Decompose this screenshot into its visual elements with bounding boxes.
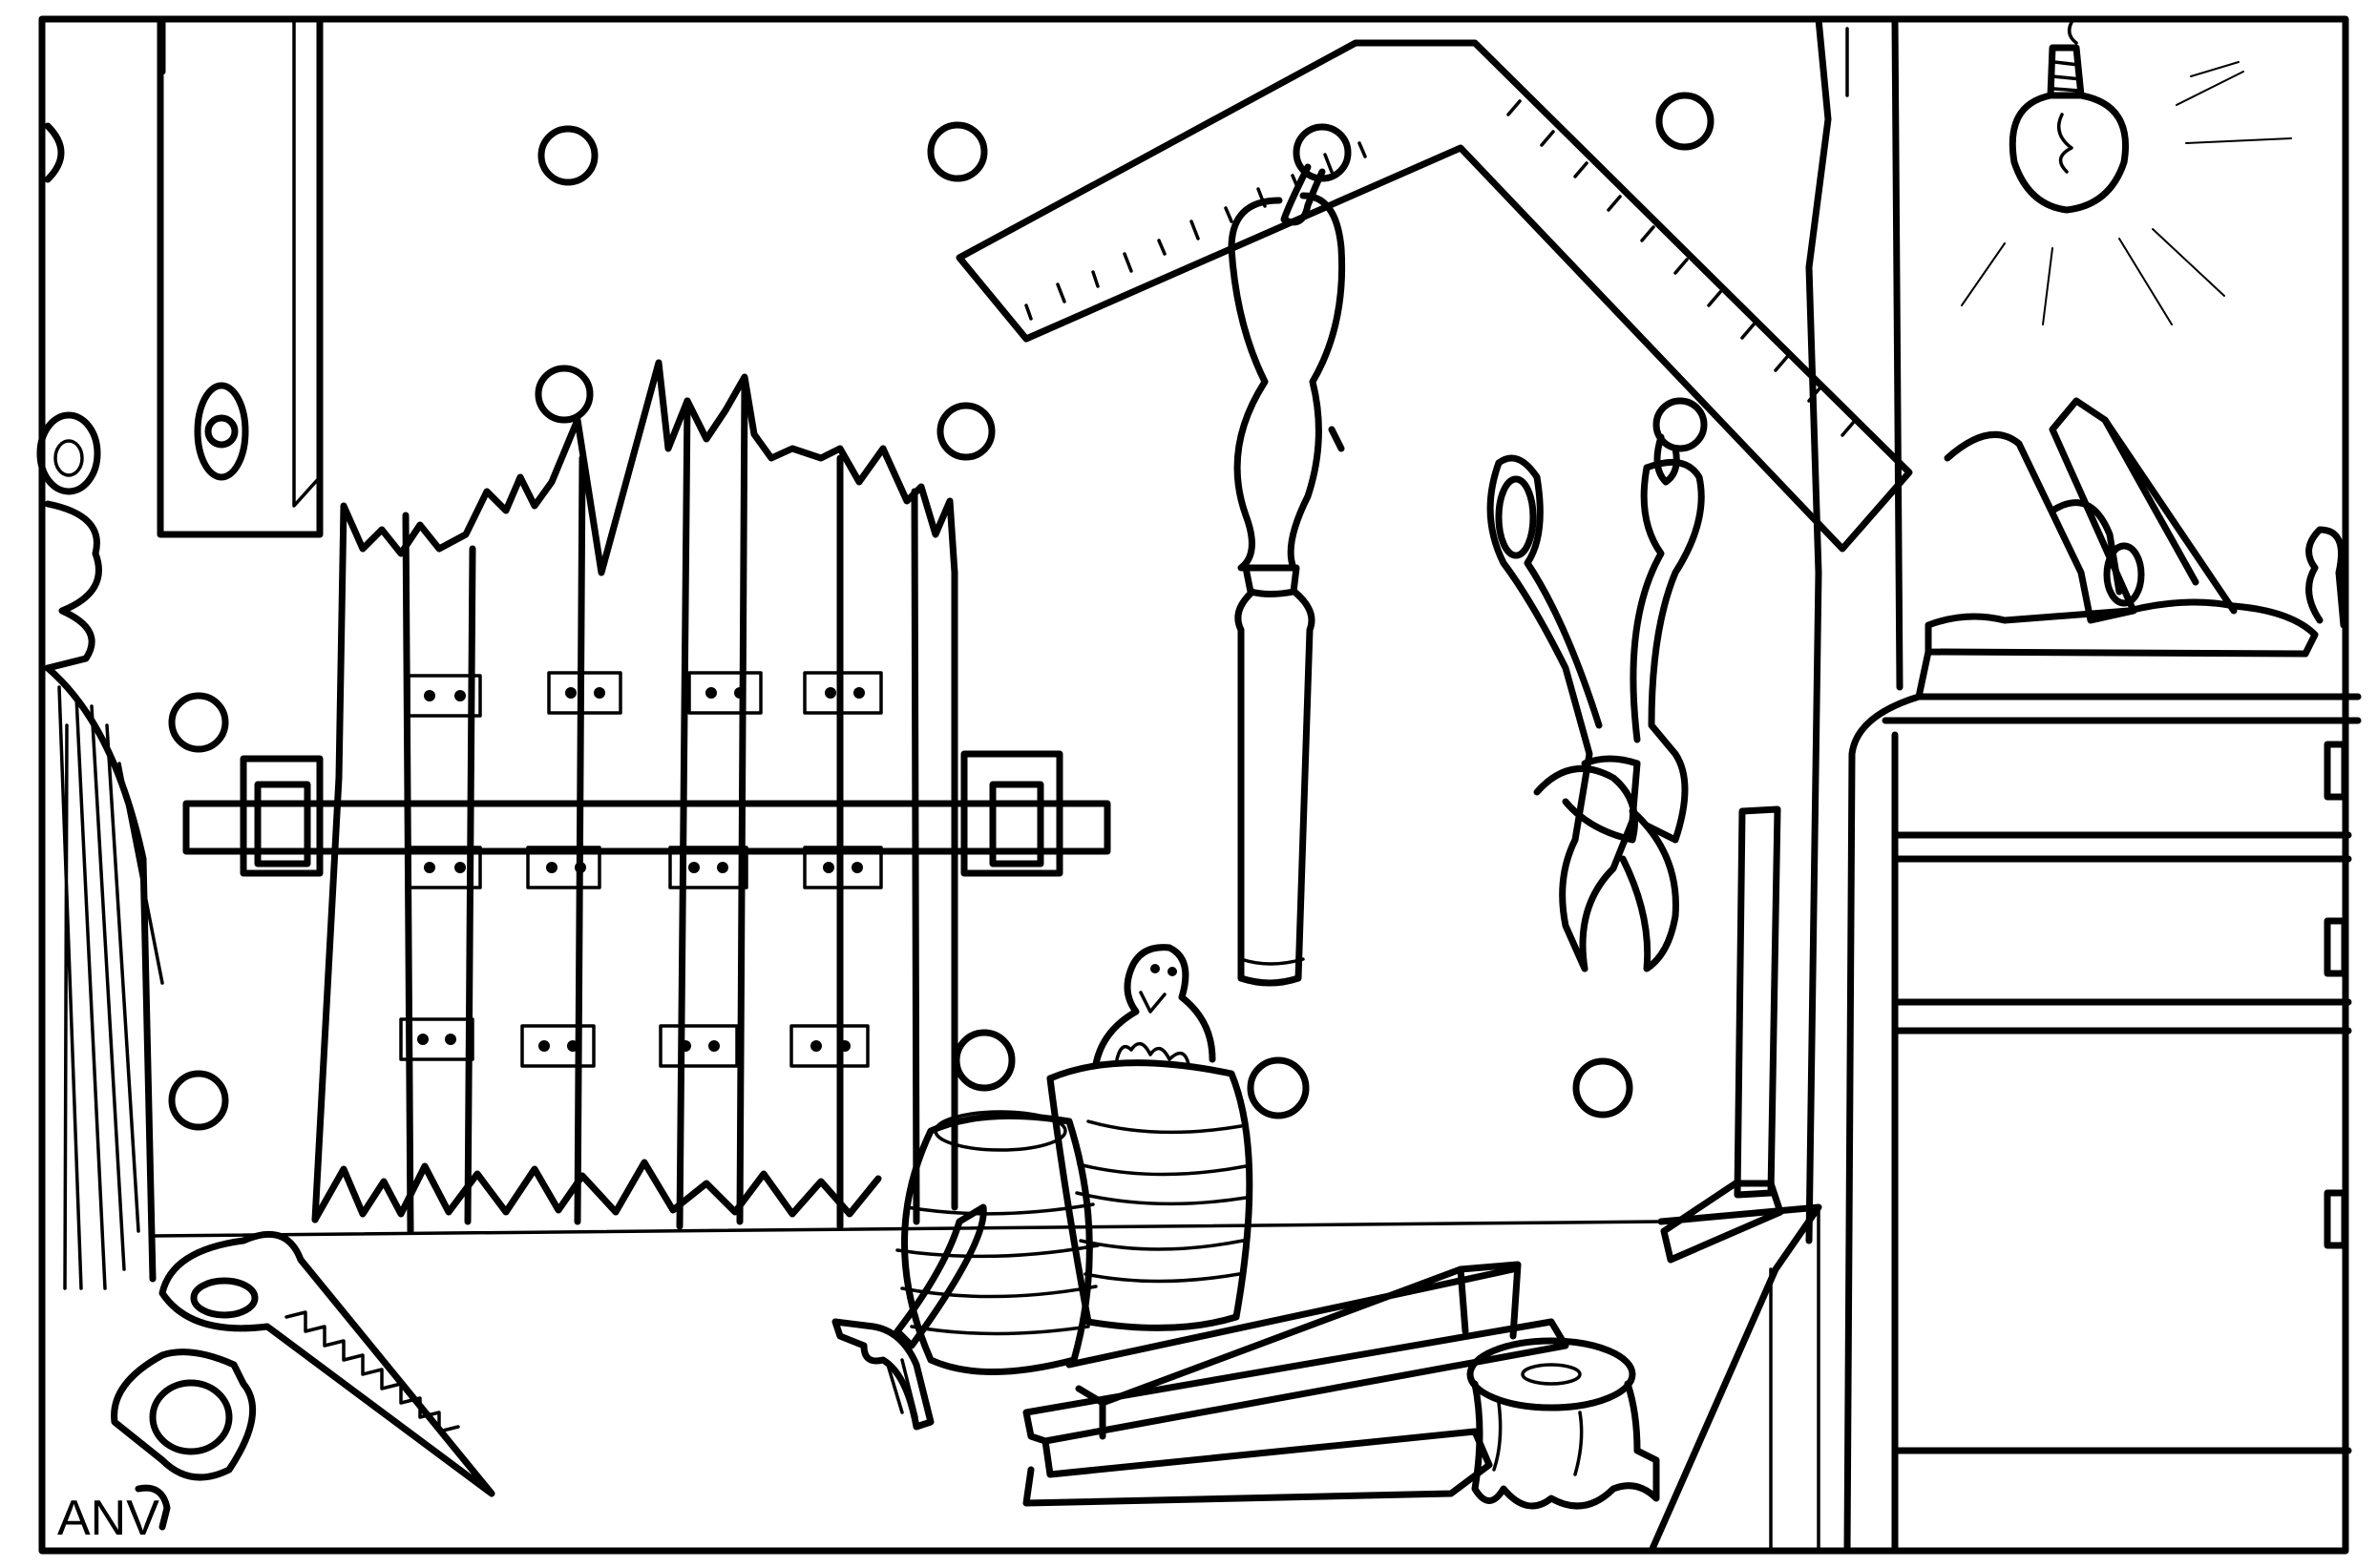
broom xyxy=(36,411,164,1290)
bird xyxy=(1092,944,1216,1068)
artist-signature: ANV xyxy=(57,1491,159,1546)
claw-hammer xyxy=(831,1203,987,1431)
workbench xyxy=(151,1203,1822,1555)
level-board xyxy=(157,17,324,538)
scraper xyxy=(1660,805,1784,1264)
shelf-post xyxy=(1805,15,1904,1244)
hand-saw xyxy=(111,1230,495,1531)
slat-straps xyxy=(399,671,883,1068)
tongs xyxy=(1486,397,1708,972)
pegboard-holes xyxy=(44,92,1714,1131)
carpenters-square xyxy=(956,39,1913,553)
chisel xyxy=(1228,123,1352,987)
light-bulb xyxy=(1961,17,2292,325)
barrels xyxy=(895,1059,1253,1375)
rail-bracket xyxy=(182,750,1111,877)
hand-plane xyxy=(1925,397,2347,658)
boards xyxy=(1022,1261,1569,1507)
slat-bundle xyxy=(311,359,958,1235)
drawer-cabinet xyxy=(1843,648,2362,1555)
tree-stump xyxy=(1466,1337,1660,1510)
